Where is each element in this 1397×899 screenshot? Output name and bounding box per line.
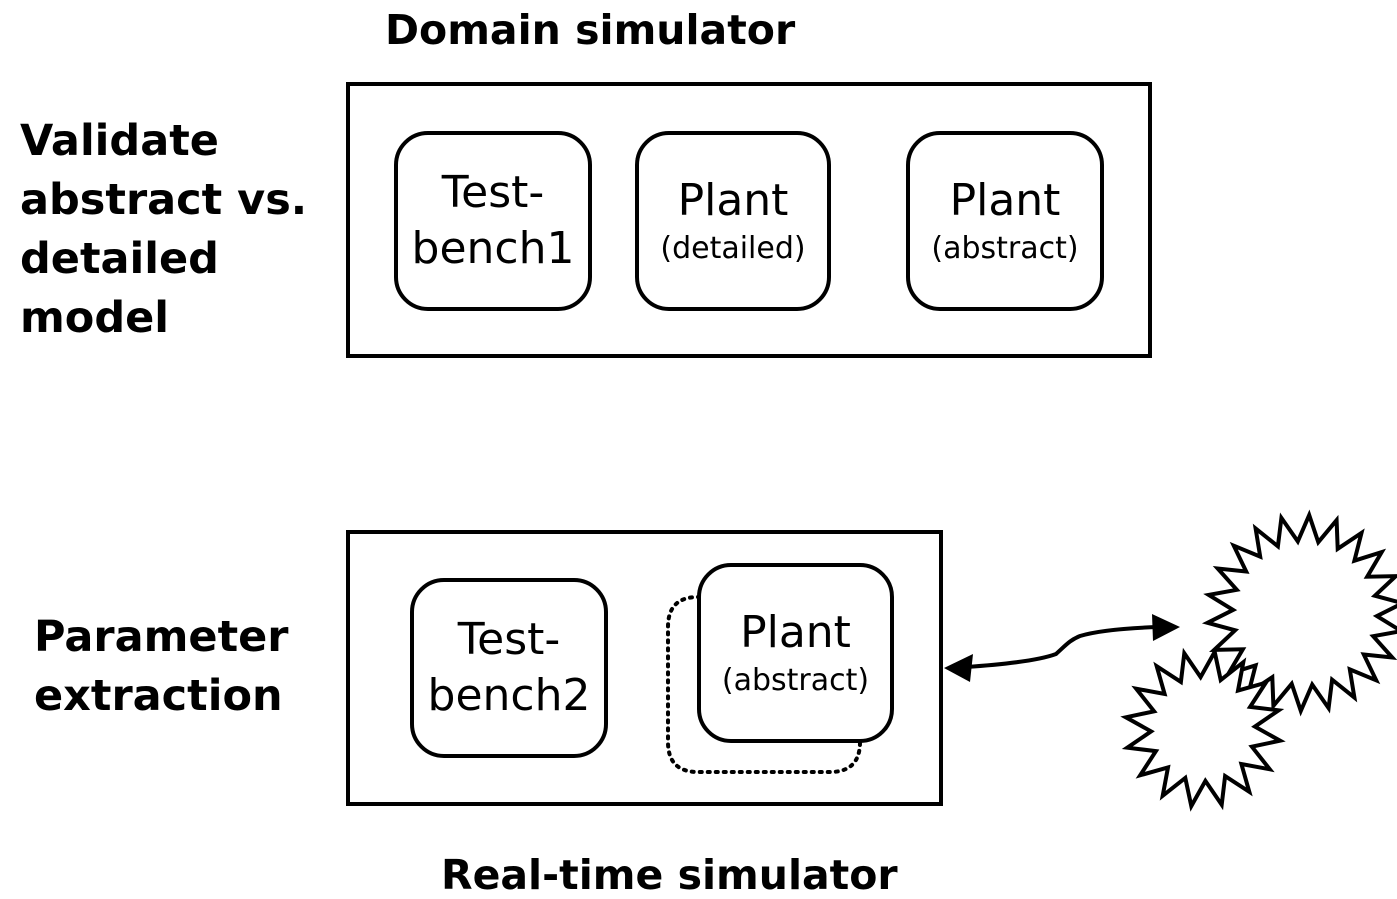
realtime-simulator-title: Real-time simulator (441, 855, 898, 896)
arrowhead-left (944, 654, 973, 682)
plant-abstract-rt-label: Plant (740, 605, 851, 661)
arrow-line (966, 627, 1158, 667)
plant-abstract-rt-sublabel: (abstract) (722, 661, 869, 701)
plant-abstract-block-realtime: Plant (abstract) (697, 563, 894, 743)
arrowhead-right (1152, 614, 1180, 641)
